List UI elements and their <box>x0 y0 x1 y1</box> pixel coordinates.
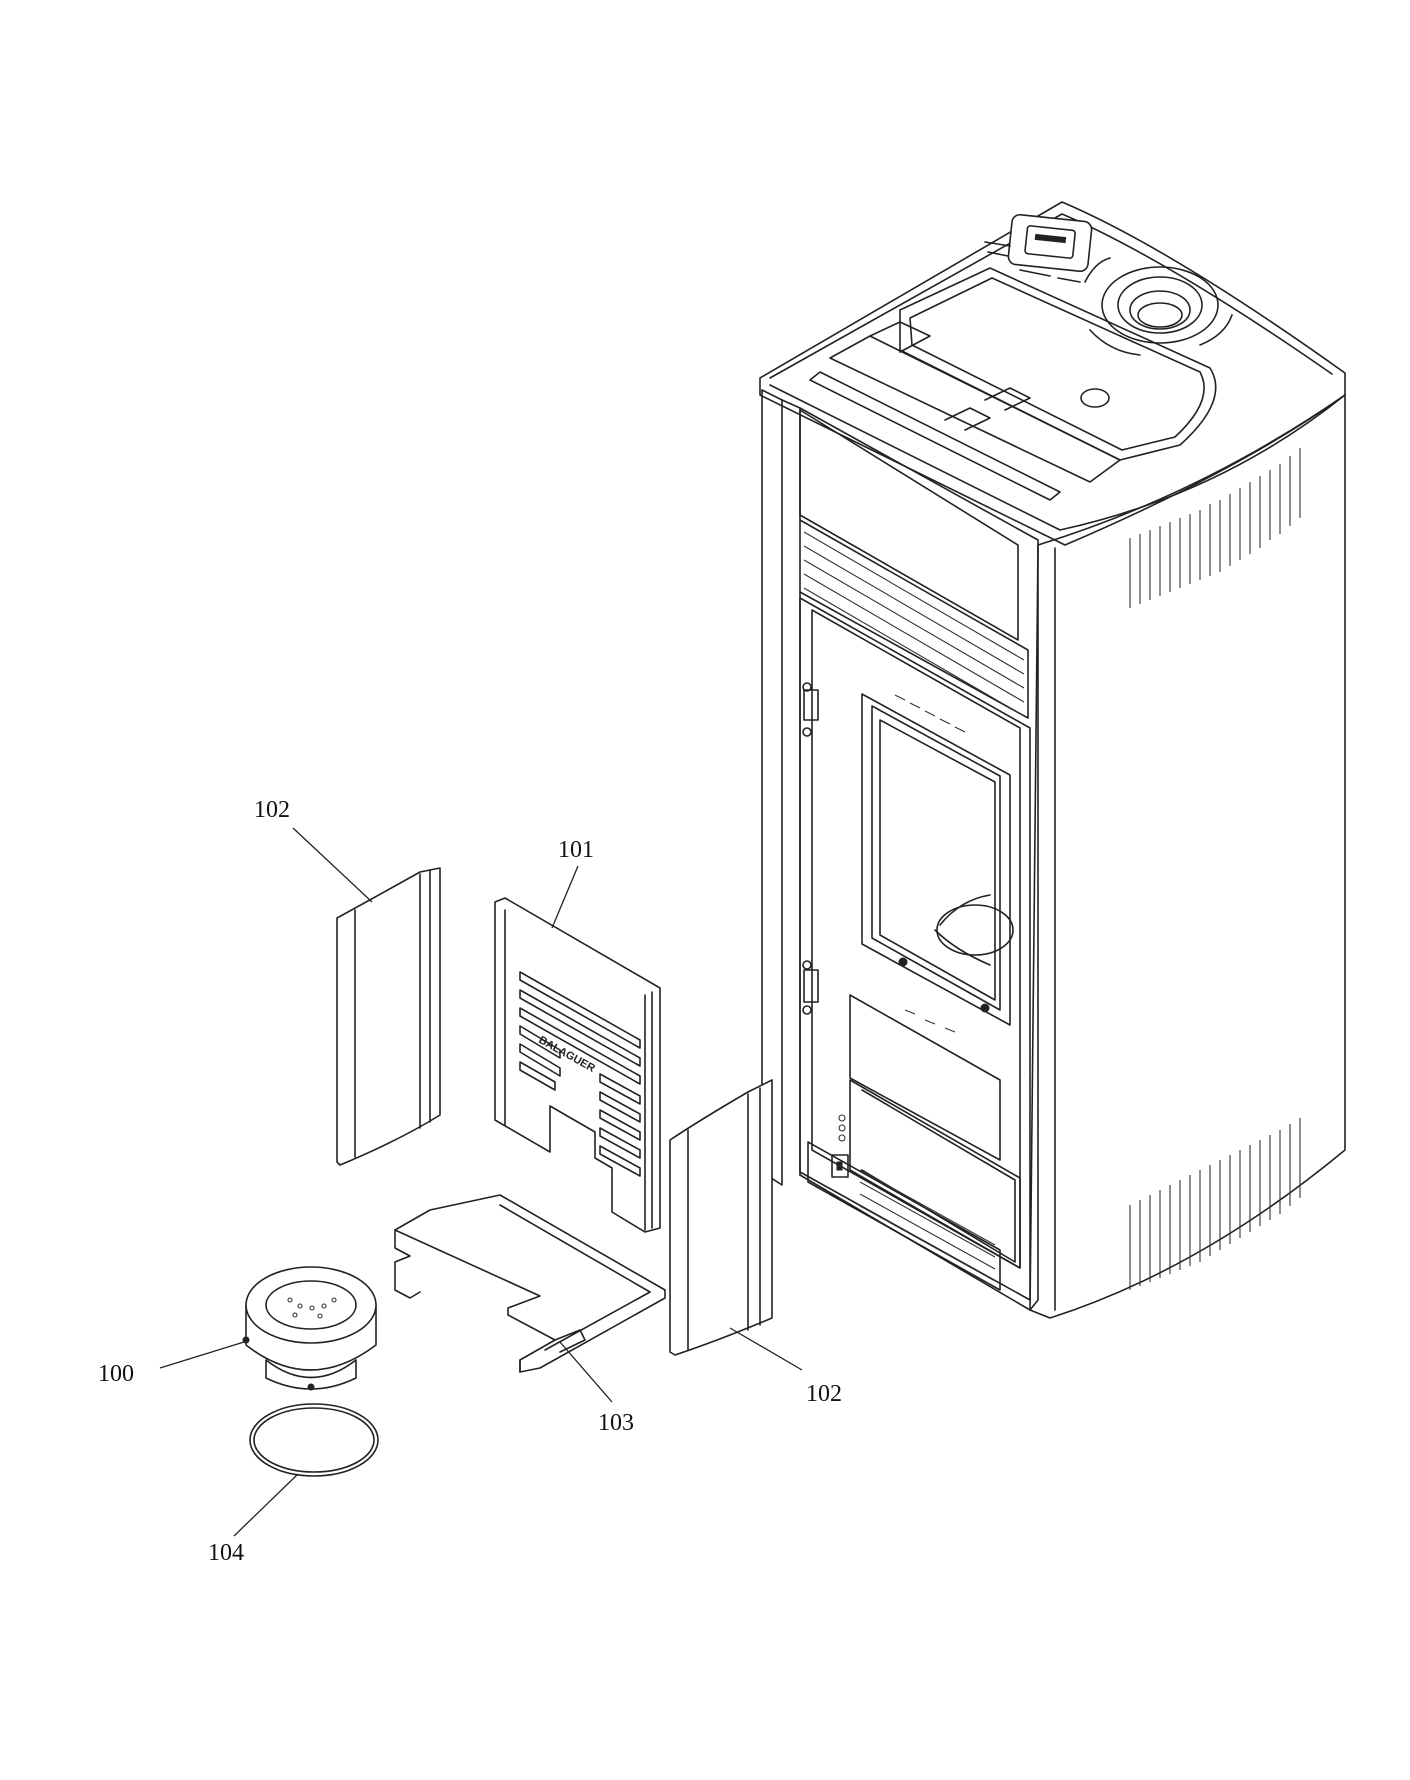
flue-outlet <box>1084 257 1233 356</box>
part-103-base-tray <box>394 1194 666 1373</box>
stove-top-cap <box>759 201 1346 546</box>
part-102-side-liner-left <box>336 867 441 1166</box>
callout-103: 103 <box>598 1410 634 1436</box>
callout-104: 104 <box>208 1540 244 1566</box>
part-104-gasket-ring <box>249 1403 379 1477</box>
part-101-back-plate: BALAGUER <box>494 897 661 1233</box>
part-102-side-liner-right <box>669 1079 773 1356</box>
leader-lines <box>159 827 803 1537</box>
fire-window <box>861 693 1014 1026</box>
stove-front-pillar <box>761 389 783 1186</box>
callout-102-bottom: 102 <box>806 1381 842 1407</box>
callout-101: 101 <box>558 837 594 863</box>
front-louvres <box>799 519 1029 719</box>
base-grille <box>807 1141 1001 1291</box>
ash-compartment <box>849 994 1001 1161</box>
callout-100: 100 <box>98 1361 134 1387</box>
stove-body <box>759 201 1346 1319</box>
back-plate-ribs <box>519 971 641 1177</box>
control-display <box>1007 213 1093 273</box>
stove-side-panel <box>1029 394 1346 1319</box>
callout-102-top: 102 <box>254 797 290 823</box>
side-louvres-upper <box>1129 448 1301 608</box>
upper-front-panel <box>799 409 1019 641</box>
stove-top-tray <box>899 267 1217 461</box>
side-louvres-lower <box>1129 1118 1301 1290</box>
part-100-burn-pot <box>242 1266 377 1391</box>
